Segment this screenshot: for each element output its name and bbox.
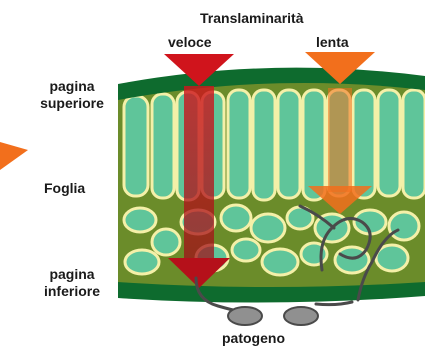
lower-surface-label-line1: pagina [49,266,94,282]
spongy-cell [152,229,180,255]
palisade-cell [278,90,300,198]
palisade-cell [353,90,375,198]
palisade-cell [403,90,425,198]
pathogen-label: patogeno [222,330,285,347]
pathogen-spore [228,307,262,325]
palisade-cell [228,90,250,198]
diagram-title: Translaminarità [200,10,304,27]
fast-arrow-label: veloce [168,34,212,51]
upper-surface-label: pagina superiore [30,78,114,112]
lower-surface-label-line2: inferiore [44,283,100,299]
palisade-cell [124,96,148,196]
leaf-label: Foglia [44,180,85,197]
pathogen-spore [284,307,318,325]
spongy-cell [221,205,251,231]
spongy-cell [389,212,419,240]
spongy-cell [262,249,298,275]
palisade-cell [152,94,174,198]
palisade-cell [253,90,275,200]
pathogen-spores [228,307,318,325]
palisade-cell [378,90,400,196]
off-frame-arrow-tip [0,142,28,170]
spongy-cell [124,208,156,232]
spongy-cell [376,245,408,271]
spongy-cell [125,250,159,274]
slow-arrow-label: lenta [316,34,349,51]
spongy-cell [251,214,285,242]
upper-surface-label-line2: superiore [40,95,104,111]
spongy-cell [232,239,260,261]
lower-surface-label: pagina inferiore [30,266,114,300]
palisade-cell [303,90,325,200]
upper-surface-label-line1: pagina [49,78,94,94]
